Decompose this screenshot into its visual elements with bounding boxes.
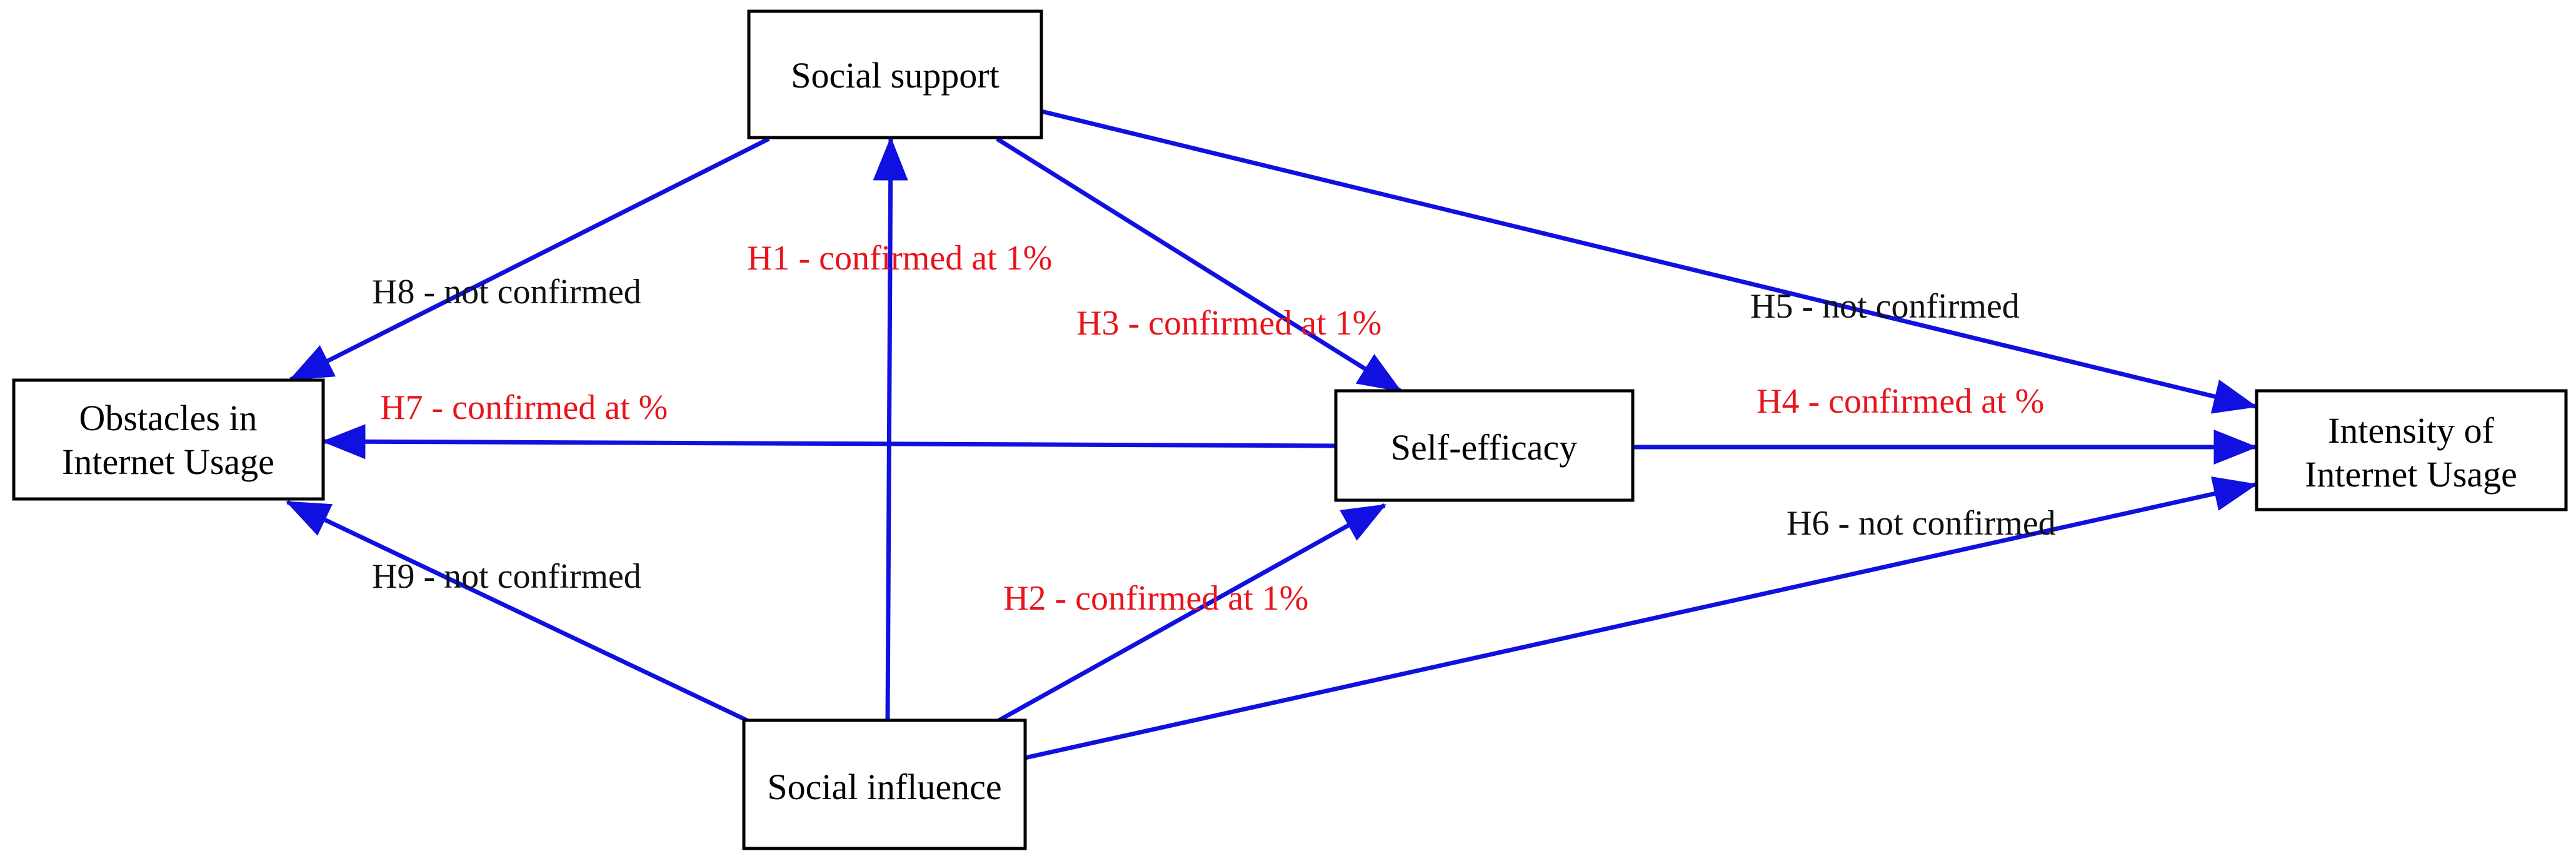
node-label: Social support [791,55,999,96]
node-social-influence: Social influence [742,718,1027,850]
edge-h1-arrow [873,136,908,721]
edge-h8-arrow [288,136,770,382]
edge-h3-arrow [996,137,1402,393]
node-label-line-2: Internet Usage [62,441,274,482]
edges [285,109,2258,760]
node-label-line-1: Intensity of [2328,410,2494,451]
edge-h9-arrow [285,500,748,723]
node-box [2255,389,2568,511]
edge-label-h9: H9 - not confirmed [372,557,641,596]
edge-label-h3: H3 - confirmed at 1% [1076,304,1381,343]
edge-label-h6: H6 - not confirmed [1787,504,2056,543]
node-intensity-of-internet-usage: Intensity of Internet Usage [2255,389,2568,511]
node-box [742,718,1027,850]
edge-label-h7: H7 - confirmed at % [380,388,668,427]
node-label-line-2: Internet Usage [2305,454,2517,495]
node-self-efficacy: Self-efficacy [1334,389,1635,502]
edge-h5-arrow [1041,109,2258,414]
edge-label-h4: H4 - confirmed at % [1757,382,2044,421]
edge-label-h2: H2 - confirmed at 1% [1003,579,1308,618]
node-social-support: Social support [747,9,1043,139]
edge-label-h8: H8 - not confirmed [372,273,641,311]
edge-h2-arrow [998,503,1387,723]
edge-label-h1: H1 - confirmed at 1% [747,239,1052,278]
edge-h6-arrow [1025,476,2258,760]
node-box [12,378,325,501]
node-label: Social influence [767,767,1001,807]
node-label: Self-efficacy [1391,427,1577,468]
node-box [1334,389,1635,502]
edge-labels: H1 - confirmed at 1% H2 - confirmed at 1… [372,239,2056,618]
edge-label-h5: H5 - not confirmed [1750,287,2020,326]
node-label-line-1: Obstacles in [79,398,257,438]
node-box [747,9,1043,139]
node-obstacles-in-internet-usage: Obstacles in Internet Usage [12,378,325,501]
edge-h7-arrow [321,424,1335,460]
